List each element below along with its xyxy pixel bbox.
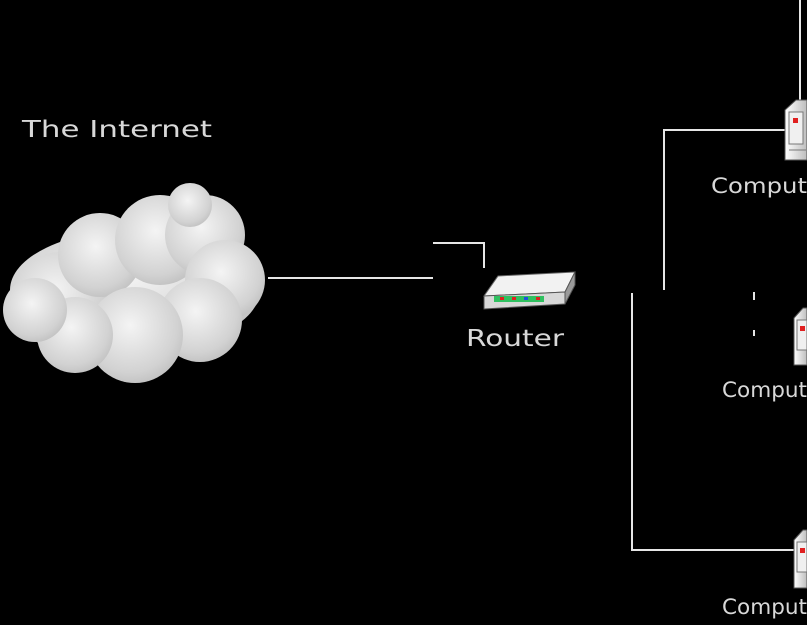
cloud-icon bbox=[3, 183, 265, 383]
computer-label-3: Comput bbox=[722, 595, 807, 619]
computer-icon bbox=[793, 307, 807, 366]
router-icon bbox=[483, 271, 576, 310]
computer-label-1: Comput bbox=[711, 174, 807, 198]
router-label: Router bbox=[466, 326, 565, 352]
internet-label: The Internet bbox=[21, 117, 212, 143]
computer-icon bbox=[793, 529, 807, 589]
computer-label-2: Comput bbox=[722, 378, 807, 402]
computer-icon bbox=[784, 99, 807, 161]
network-wires bbox=[268, 0, 801, 551]
wire-top-computer bbox=[663, 129, 785, 290]
wire-router-upper bbox=[433, 242, 485, 268]
wire-bottom-branch bbox=[631, 293, 800, 551]
